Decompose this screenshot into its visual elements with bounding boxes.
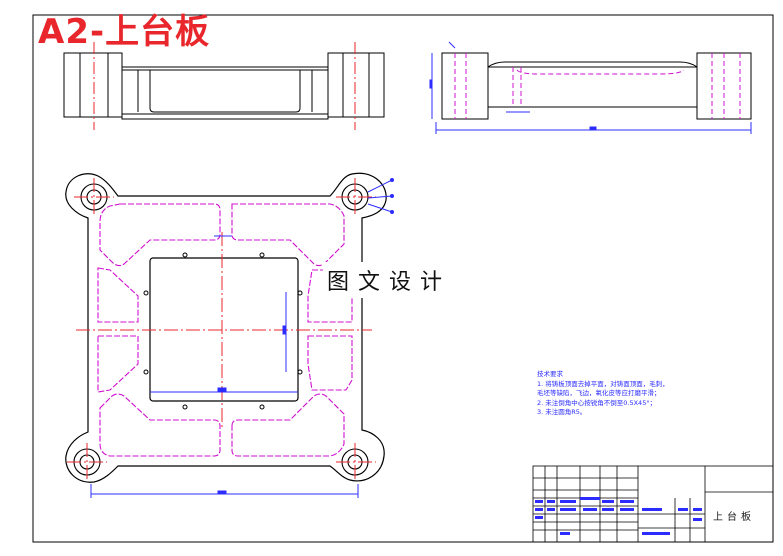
- drawing-title: A2-上台板: [38, 12, 211, 52]
- plate-outline: [65, 172, 387, 483]
- technical-requirements-heading: 技术要求: [537, 370, 563, 378]
- title-block: [532, 465, 774, 543]
- part-name: 上台板: [713, 512, 755, 523]
- technical-requirement-item: 2. 未注倒角中心按锐角不倒至0.5X45°；: [537, 398, 657, 407]
- title-block-labels: [535, 497, 702, 535]
- top-view-centerlines: [67, 178, 376, 481]
- front-view: [63, 52, 385, 120]
- drawing-border: [32, 14, 774, 543]
- technical-requirements: 技术要求 1. 将铸板顶面去掉平面，对铸面顶面，毛刺， 毛坯等缺陷，飞边，氧化皮…: [537, 370, 669, 418]
- front-view-centerlines: [93, 42, 356, 130]
- top-view-dimensions: [90, 178, 394, 498]
- watermark-text: 图文设计: [323, 262, 456, 298]
- technical-requirement-item: 1. 将铸板顶面去掉平面，对铸面顶面，毛刺，: [537, 379, 669, 388]
- technical-requirement-item: 3. 未注圆角R5。: [537, 408, 587, 416]
- technical-requirement-item: 毛坯等缺陷，飞边，氧化皮等应打磨平滑；: [537, 389, 661, 397]
- side-view-hidden-lines: [454, 53, 741, 119]
- side-view-dimensions: [429, 41, 752, 134]
- bolt-holes: [143, 252, 303, 410]
